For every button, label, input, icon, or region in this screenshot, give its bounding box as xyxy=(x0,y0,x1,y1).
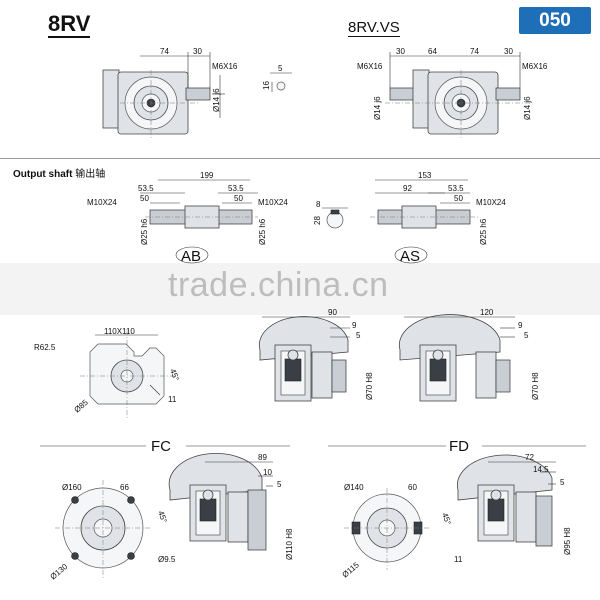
bore-14j6: Ø14 j6 xyxy=(212,88,221,112)
side2-pilot: Ø70 H8 xyxy=(531,372,540,400)
dim-5: 5 xyxy=(278,64,283,73)
fc-side-view xyxy=(168,453,273,551)
size-badge: 050 xyxy=(519,7,591,34)
side2-120: 120 xyxy=(480,308,494,317)
shaft-as-view xyxy=(370,179,478,229)
fc-66: 66 xyxy=(120,483,129,492)
shaft-ab-overall: 199 xyxy=(200,171,214,180)
dim-64: 64 xyxy=(428,47,437,56)
square-flange-view xyxy=(80,330,178,420)
fc-5: 5 xyxy=(277,480,282,489)
shaft-ab-53-5-right: 53.5 xyxy=(228,184,244,193)
shaft-as-overall: 153 xyxy=(418,171,432,180)
fc-10: 10 xyxy=(263,468,272,477)
shaft-ab-dia-left: Ø25 h6 xyxy=(140,218,149,245)
shaft-as-53-5: 53.5 xyxy=(448,184,464,193)
shaft-ab-label: AB xyxy=(181,248,201,265)
bore-14j6-right: Ø14 j6 xyxy=(523,96,532,120)
shaft-ab-50-left: 50 xyxy=(140,194,149,203)
fd-60: 60 xyxy=(408,483,417,492)
shaft-key-section xyxy=(322,207,348,229)
shaft-as-dia: Ø25 h6 xyxy=(479,218,488,245)
flange-radius: R62.5 xyxy=(34,343,56,352)
side1-5: 5 xyxy=(356,331,361,340)
dim-74-vs: 74 xyxy=(470,47,479,56)
bore-14j6-left: Ø14 j6 xyxy=(373,96,382,120)
shaft-ab-dia-right: Ø25 h6 xyxy=(258,218,267,245)
fd-round-flange xyxy=(344,488,430,570)
model-title: 8RV xyxy=(48,11,91,38)
side1-9: 9 xyxy=(352,321,357,330)
fc-label: FC xyxy=(151,438,171,455)
side1-pilot: Ø70 H8 xyxy=(365,372,374,400)
side-view-90 xyxy=(258,316,350,402)
output-shaft-label: Output shaft xyxy=(13,169,73,180)
fc-89: 89 xyxy=(258,453,267,462)
shaft-ab-thread-left: M10X24 xyxy=(87,198,117,207)
fd-pcd: Ø115 xyxy=(341,560,362,579)
side2-9: 9 xyxy=(518,321,523,330)
fc-angle: 45° xyxy=(156,510,169,524)
dim-16: 16 xyxy=(262,81,271,90)
flange-angle: 45° xyxy=(168,368,181,382)
fc-pilot: Ø110 H8 xyxy=(285,528,294,560)
shaft-as-label: AS xyxy=(400,248,420,265)
fc-pcd: Ø130 xyxy=(49,562,70,582)
dim-74: 74 xyxy=(160,47,169,56)
fd-11: 11 xyxy=(454,555,463,564)
thread-m6x16-left: M6X16 xyxy=(357,62,383,71)
fd-label: FD xyxy=(449,438,469,455)
dim-30: 30 xyxy=(193,47,202,56)
output-shaft-title: Output shaft 输出轴 xyxy=(13,165,105,180)
fd-14-5: 14.5 xyxy=(533,465,549,474)
thread-m6x16-right: M6X16 xyxy=(522,62,548,71)
watermark: trade.china.cn xyxy=(168,266,389,304)
key-dim-8: 8 xyxy=(316,200,321,209)
shaft-ab-thread-right: M10X24 xyxy=(258,198,288,207)
side2-5: 5 xyxy=(524,331,529,340)
flange-11: 11 xyxy=(168,395,177,404)
fd-72: 72 xyxy=(525,453,534,462)
output-shaft-label-cn: 输出轴 xyxy=(75,169,106,180)
dim-30-right: 30 xyxy=(504,47,513,56)
shaft-ab-53-5-left: 53.5 xyxy=(138,184,154,193)
section-divider-top xyxy=(0,158,600,159)
flange-dia: Ø85 xyxy=(73,398,91,415)
fd-outer: Ø140 xyxy=(344,483,364,492)
8rv-vs-front-view xyxy=(385,52,530,140)
fd-5: 5 xyxy=(560,478,565,487)
shaft-ab-view xyxy=(140,179,258,229)
watermark-band xyxy=(0,263,600,315)
key-dim-28: 28 xyxy=(313,216,322,225)
fd-side-view xyxy=(456,454,556,547)
flange-square: 110X110 xyxy=(104,327,135,336)
shaft-as-50: 50 xyxy=(454,194,463,203)
key-section-view xyxy=(270,72,292,92)
thread-m6x16: M6X16 xyxy=(212,62,238,71)
shaft-as-92: 92 xyxy=(403,184,412,193)
fc-hole: Ø9.5 xyxy=(158,555,176,564)
8rv-front-view xyxy=(102,52,225,140)
dim-30-left: 30 xyxy=(396,47,405,56)
side1-90: 90 xyxy=(328,308,337,317)
fc-round-flange xyxy=(55,480,152,578)
shaft-as-thread: M10X24 xyxy=(476,198,506,207)
fd-angle: 45° xyxy=(440,512,453,526)
fd-pilot: Ø95 H8 xyxy=(563,527,572,555)
model-vs-title: 8RV.VS xyxy=(348,19,400,37)
shaft-ab-50-right: 50 xyxy=(234,194,243,203)
side-view-120 xyxy=(398,314,515,402)
fc-outer: Ø160 xyxy=(62,483,82,492)
